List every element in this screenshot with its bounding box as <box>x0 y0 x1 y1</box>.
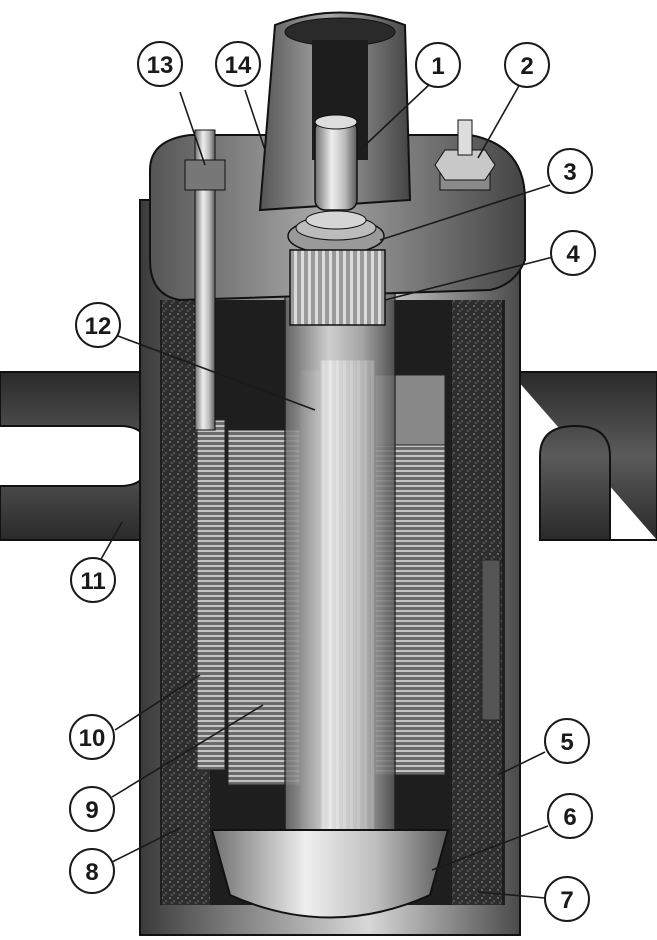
leader-line-10 <box>114 674 201 731</box>
callout-circle <box>544 718 590 764</box>
callout-circle <box>69 786 115 832</box>
callout-9: 9 <box>69 786 115 832</box>
callout-circle <box>547 793 593 839</box>
callout-circle <box>550 230 596 276</box>
leader-line-13 <box>179 91 206 166</box>
callout-14: 14 <box>215 41 261 87</box>
callout-7: 7 <box>544 876 590 922</box>
callout-11: 11 <box>70 557 116 603</box>
callout-number: 14 <box>225 52 252 79</box>
callout-8: 8 <box>69 848 115 894</box>
callout-6: 6 <box>547 793 593 839</box>
leader-line-2 <box>477 83 521 159</box>
leader-line-7 <box>477 891 546 899</box>
mounting-bracket <box>0 371 657 541</box>
callout-circle <box>547 148 593 194</box>
callout-circle <box>137 41 183 87</box>
callout-3: 3 <box>547 148 593 194</box>
leader-line-9 <box>111 704 264 798</box>
callout-circle <box>415 42 461 88</box>
core-cap <box>289 249 386 326</box>
primary-lead-stem <box>184 129 226 431</box>
callout-circle <box>544 876 590 922</box>
callout-number: 1 <box>431 53 444 80</box>
hv-terminal <box>314 114 358 211</box>
callout-1: 1 <box>415 42 461 88</box>
callout-circle <box>69 714 115 760</box>
callout-number: 12 <box>85 313 112 340</box>
leader-line-11 <box>99 521 123 562</box>
callout-number: 8 <box>85 859 98 886</box>
leader-line-6 <box>431 825 549 871</box>
callout-number: 10 <box>79 725 106 752</box>
callout-number: 4 <box>566 241 580 268</box>
leader-line-14 <box>244 89 266 151</box>
leader-line-12 <box>117 335 316 411</box>
callout-circle <box>215 41 261 87</box>
callout-circle <box>69 848 115 894</box>
callout-5: 5 <box>544 718 590 764</box>
callout-number: 11 <box>80 568 105 595</box>
lt-terminal <box>434 119 496 191</box>
spring-contact <box>287 210 385 255</box>
callout-number: 7 <box>560 887 573 914</box>
leader-line-3 <box>379 184 551 241</box>
callout-10: 10 <box>69 714 115 760</box>
leader-line-4 <box>384 256 554 301</box>
leader-line-8 <box>111 827 181 863</box>
callout-number: 13 <box>147 52 174 79</box>
callout-12: 12 <box>75 302 121 348</box>
bottom-insulator <box>210 829 450 919</box>
callout-circle <box>504 42 550 88</box>
callout-number: 6 <box>563 804 576 831</box>
callout-circle <box>70 557 116 603</box>
callout-number: 3 <box>563 159 576 186</box>
central-core-tube <box>284 269 396 831</box>
leader-lines <box>99 82 554 899</box>
callout-number: 9 <box>85 797 98 824</box>
leader-line-1 <box>359 82 432 151</box>
inner-wall <box>481 559 501 721</box>
callout-2: 2 <box>504 42 550 88</box>
callout-4: 4 <box>550 230 596 276</box>
callout-number: 5 <box>560 729 573 756</box>
callout-circle <box>75 302 121 348</box>
callout-13: 13 <box>137 41 183 87</box>
leader-line-5 <box>497 751 546 776</box>
callout-number: 2 <box>520 53 533 80</box>
